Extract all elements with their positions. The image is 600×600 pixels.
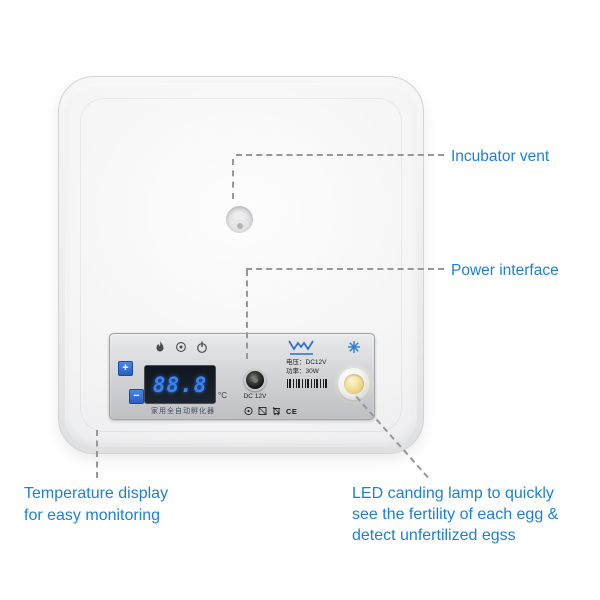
ce-mark: CE [286,406,298,416]
annotation-line: Temperature display [24,485,169,502]
lid-seam [80,98,402,432]
vent-connector-vertical [232,159,234,199]
heat-icon [154,340,166,354]
package-icon [258,407,267,415]
incubator-lid: + − 88.8 °C 家用全自动孵化器 DC 12V 电压：DC12V 功率： [65,83,417,447]
brand-logo-icon [286,338,316,352]
annotation-power-interface: Power interface [451,262,559,279]
annotation-line: detect unfertilized egss [352,527,516,544]
temperature-display: 88.8 [144,365,216,404]
vent-connector-horizontal [236,154,444,156]
incubator-device: + − 88.8 °C 家用全自动孵化器 DC 12V 电压：DC12V 功率： [58,76,424,454]
weee-bin-icon [272,406,281,416]
indicator-icons [154,340,208,354]
spec-voltage: 电压：DC12V [286,359,327,366]
certification-marks: CE [244,406,297,416]
spec-label: 电压：DC12V 功率：30W [286,358,326,376]
annotation-line: LED canding lamp to quickly [352,485,554,502]
temperature-unit: °C [218,391,227,400]
annotation-incubator-vent: Incubator vent [451,148,550,165]
barcode [287,379,329,388]
temperature-connector-vertical [96,430,98,478]
sparkle-icon [347,340,361,354]
annotation-temperature-display: Temperature display for easy monitoring [24,483,168,527]
incubator-vent [226,206,253,233]
recycle-icon [244,406,253,416]
power-icon [196,340,208,354]
temperature-value: 88.8 [152,372,208,397]
led-candling-lamp [338,368,370,400]
control-panel: + − 88.8 °C 家用全自动孵化器 DC 12V 电压：DC12V 功率： [109,333,375,420]
dc-jack-label: DC 12V [243,393,267,400]
power-connector-horizontal [246,268,444,270]
sensor-icon [175,340,187,354]
spec-power: 功率：30W [286,368,319,375]
annotation-line: for easy monitoring [24,507,161,524]
lamp-lens [344,374,364,394]
annotation-led-lamp: LED canding lamp to quickly see the fert… [352,483,558,546]
dc-jack-pin [252,377,258,383]
panel-caption: 家用全自动孵化器 [151,408,215,415]
plus-button: + [118,361,133,376]
dc-power-jack [244,369,266,391]
annotation-line: see the fertility of each egg & [352,506,559,523]
power-connector-vertical [246,270,248,359]
minus-button: − [129,389,144,404]
vent-hole [236,222,243,229]
brand-logo-text [290,353,313,355]
